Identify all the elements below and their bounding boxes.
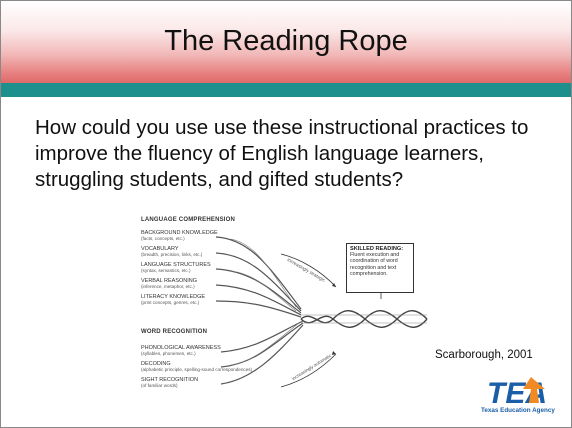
rope-illustration <box>215 236 428 388</box>
word-recognition-heading: WORD RECOGNITION <box>141 329 208 335</box>
tea-logo-star-icon <box>523 377 545 403</box>
list-item: LANGUAGE STRUCTURES (syntax, semantics, … <box>141 262 211 273</box>
tea-logo-name: Texas Education Agency <box>481 407 555 414</box>
rope-strand <box>215 236 302 310</box>
rope-strand <box>215 268 302 314</box>
language-comprehension-heading: LANGUAGE COMPREHENSION <box>141 217 236 223</box>
list-item: PHONOLOGICAL AWARENESS (syllables, phone… <box>141 345 221 356</box>
rope-strand <box>220 322 304 368</box>
list-item: DECODING (alphabetic principle, spelling… <box>141 361 253 372</box>
list-item: VOCABULARY (breadth, precision, links, e… <box>141 246 203 257</box>
rope-strand <box>215 300 302 318</box>
rope-strand <box>220 324 304 385</box>
citation: Scarborough, 2001 <box>435 349 533 361</box>
tea-logo-letters: TEA <box>487 377 547 410</box>
tea-logo: TEA Texas Education Agency <box>479 369 559 421</box>
rope-strand <box>215 284 302 316</box>
slide-title: The Reading Rope <box>164 25 408 57</box>
list-item: SIGHT RECOGNITION (of familiar words) <box>141 377 199 388</box>
list-item: BACKGROUND KNOWLEDGE (facts, concepts, e… <box>141 230 218 241</box>
rope-strand <box>220 320 304 353</box>
strategic-arrow <box>280 253 337 288</box>
automatic-arrow <box>280 353 337 388</box>
list-item: LITERACY KNOWLEDGE (print concepts, genr… <box>141 294 206 305</box>
skilled-reading-box: SKILLED READING: Fluent execution and co… <box>346 243 414 293</box>
reading-rope-figure: LANGUAGE COMPREHENSION BACKGROUND KNOWLE… <box>131 209 431 419</box>
title-band <box>1 1 571 83</box>
list-item: VERBAL REASONING (inference, metaphor, e… <box>141 278 198 289</box>
skilled-reading-title: SKILLED READING: <box>350 246 404 252</box>
question-text: How could you use use these instructiona… <box>35 116 529 191</box>
accent-bar <box>1 83 571 97</box>
skilled-reading-body: Fluent execution and coordination of wor… <box>350 252 400 277</box>
tea-logo-mark: TEA <box>487 377 547 410</box>
